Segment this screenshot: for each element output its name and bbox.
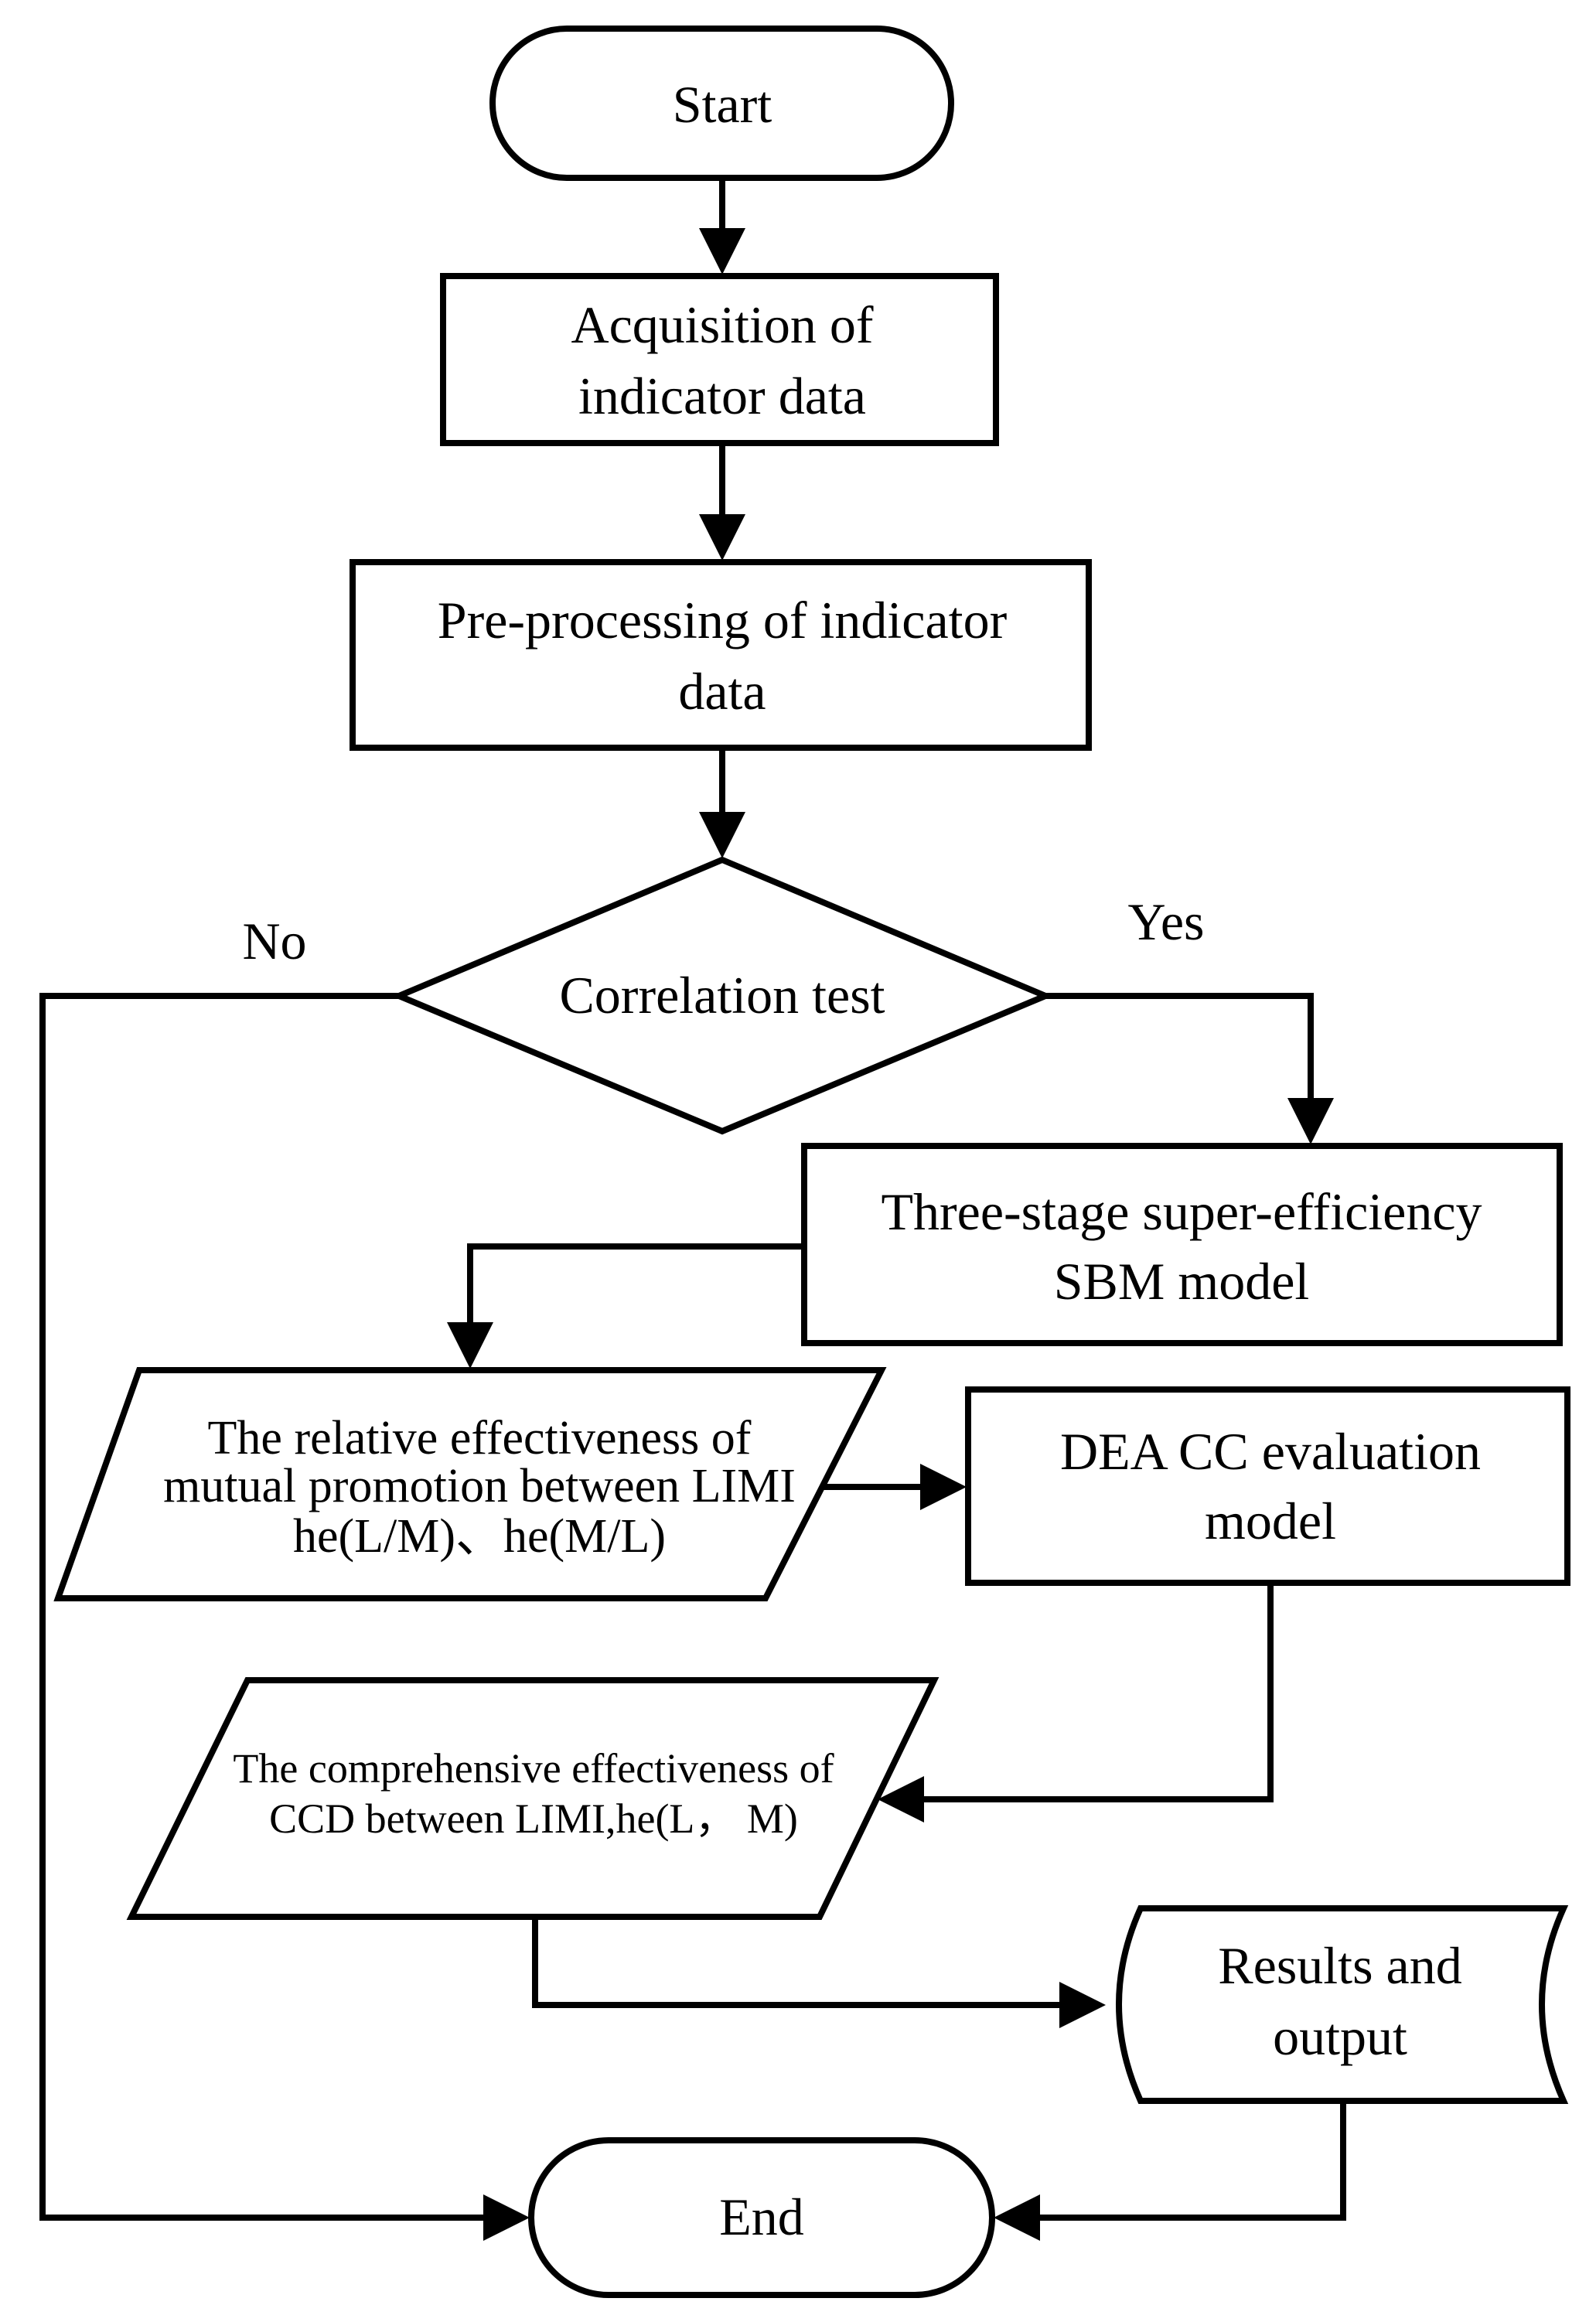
- connector-start-to-acquisition: [699, 178, 745, 274]
- acquisition-label-line-2: indicator data: [578, 367, 866, 425]
- correlation-test-label: Correlation test: [559, 966, 885, 1025]
- acquisition-process: Acquisition of indicator data: [440, 273, 999, 446]
- connector-relative-to-dea: [824, 1464, 967, 1510]
- branch-yes-label: Yes: [1128, 892, 1205, 951]
- connector-sbm-to-relative: [447, 1243, 804, 1369]
- comprehensive-label-line-1: The comprehensive effectiveness of: [233, 1745, 834, 1792]
- connector-dea-to-comprehensive: [878, 1583, 1274, 1823]
- sbm-model-process: Three-stage super-efficiency SBM model: [801, 1143, 1563, 1346]
- connector-no-to-end: [39, 993, 530, 2241]
- preprocessing-label-line-2: data: [678, 662, 766, 721]
- relative-effectiveness-data: The relative effectiveness of mutual pro…: [53, 1367, 887, 1601]
- start-terminator: Start: [489, 26, 954, 181]
- branch-no-label: No: [242, 912, 306, 970]
- dea-label-line-2: model: [1205, 1492, 1336, 1550]
- results-label-line-2: output: [1273, 2007, 1407, 2066]
- sbm-label-line-1: Three-stage super-efficiency: [881, 1182, 1482, 1241]
- connector-preprocessing-to-correlation: [699, 748, 745, 858]
- preprocessing-label-line-1: Pre-processing of indicator: [438, 591, 1008, 650]
- relative-label-line-3: he(L/M)、he(M/L): [293, 1510, 666, 1563]
- dea-cc-model-process: DEA CC evaluation model: [965, 1386, 1570, 1586]
- connector-acquisition-to-preprocessing: [699, 443, 745, 561]
- acquisition-label-line-1: Acquisition of: [571, 295, 874, 354]
- end-terminator: End: [528, 2137, 995, 2298]
- connector-comprehensive-to-results: [532, 1917, 1106, 2028]
- dea-label-line-1: DEA CC evaluation: [1060, 1422, 1481, 1481]
- comprehensive-effectiveness-data: The comprehensive effectiveness of CCD b…: [126, 1677, 940, 1920]
- sbm-label-line-2: SBM model: [1054, 1252, 1310, 1311]
- start-label: Start: [673, 75, 772, 134]
- results-output-storage: Results and output: [1116, 1905, 1569, 2104]
- preprocessing-process: Pre-processing of indicator data: [350, 559, 1092, 751]
- end-label: End: [719, 2187, 804, 2246]
- comprehensive-label-line-2: CCD between LIMI,he(L， M): [269, 1795, 798, 1842]
- results-label-line-1: Results and: [1218, 1936, 1461, 1995]
- relative-label-line-1: The relative effectiveness of: [208, 1412, 752, 1464]
- connector-yes-to-sbm: [1045, 993, 1334, 1144]
- connector-results-to-end: [994, 2101, 1346, 2241]
- relative-label-line-2: mutual promotion between LIMI: [163, 1460, 796, 1512]
- correlation-test-decision: Correlation test: [390, 856, 1054, 1135]
